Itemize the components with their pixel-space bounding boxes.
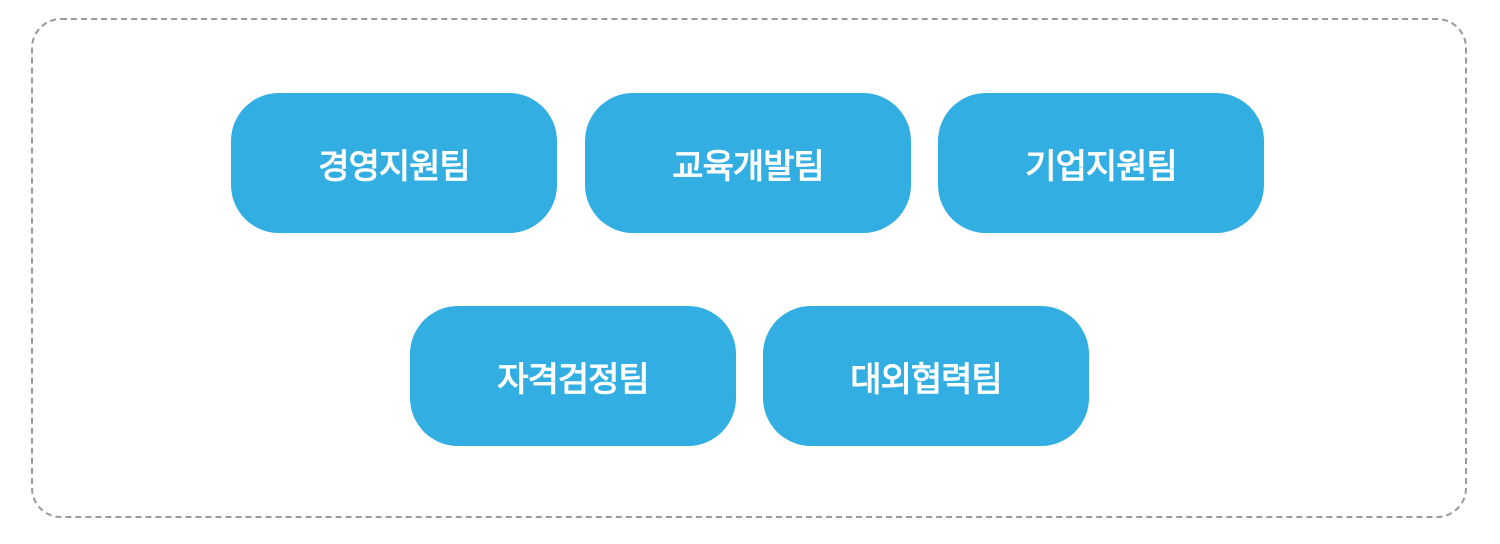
team-button-external-cooperation[interactable]: 대외협력팀 — [763, 306, 1089, 446]
team-button-qualification-testing[interactable]: 자격검정팀 — [410, 306, 736, 446]
team-button-corporate-support[interactable]: 기업지원팀 — [938, 93, 1264, 233]
team-button-management-support[interactable]: 경영지원팀 — [231, 93, 557, 233]
team-list-container — [31, 18, 1467, 518]
team-button-education-development[interactable]: 교육개발팀 — [585, 93, 911, 233]
